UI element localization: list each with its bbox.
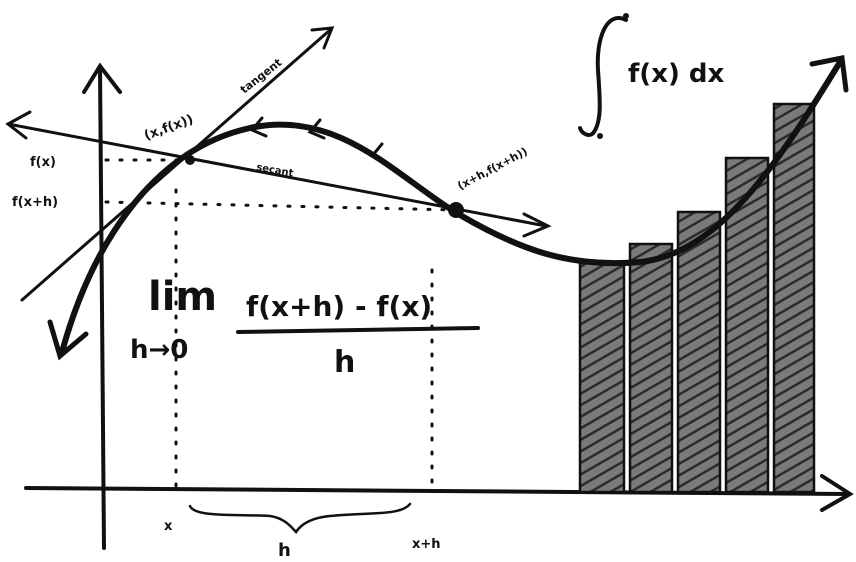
- curve-arrowhead-right: [809, 55, 849, 93]
- riemann-bar: [772, 102, 816, 494]
- y-axis: [98, 66, 106, 550]
- limit-denominator: h: [334, 345, 355, 380]
- point1-label: (x,f(x)): [142, 112, 195, 144]
- point2-label: (x+h,f(x+h)): [455, 145, 529, 193]
- integral-upper-limit: [623, 13, 629, 19]
- limit-numerator: f(x+h) - f(x): [246, 290, 432, 323]
- riemann-bar: [628, 242, 674, 494]
- xh-tick-label: x+h: [412, 537, 441, 552]
- riemann-bar: [578, 260, 626, 494]
- fraction-bar: [236, 326, 480, 334]
- lim-subscript: h→0: [130, 335, 188, 365]
- h-label: h: [278, 540, 291, 561]
- lim-word: lim: [148, 274, 217, 320]
- fxh-axis-label: f(x+h): [12, 195, 58, 210]
- curve-direction-marks: [249, 116, 388, 164]
- riemann-bar: [676, 210, 722, 494]
- point-x-fx: [185, 155, 195, 165]
- h-brace: [188, 502, 412, 534]
- x-tick-label: x: [164, 519, 173, 534]
- x-axis: [24, 486, 850, 496]
- guide-lines: [104, 158, 458, 488]
- riemann-bars: [578, 102, 816, 494]
- integral-body: f(x) dx: [628, 59, 725, 89]
- curve-arrowhead-left: [47, 319, 89, 361]
- integral-sign: [578, 16, 628, 137]
- x-axis-arrowhead: [820, 474, 854, 512]
- secant-arrowhead-right: [522, 212, 552, 238]
- secant-arrowhead-left: [5, 110, 32, 140]
- tangent-arrowhead: [310, 26, 335, 50]
- point-xh-fxh: [448, 202, 464, 218]
- fx-axis-label: f(x): [30, 155, 56, 170]
- integral-lower-limit: [597, 133, 603, 139]
- secant-label: secant: [255, 162, 294, 179]
- y-axis-arrowhead: [82, 62, 122, 94]
- fxh-guide: [104, 200, 458, 212]
